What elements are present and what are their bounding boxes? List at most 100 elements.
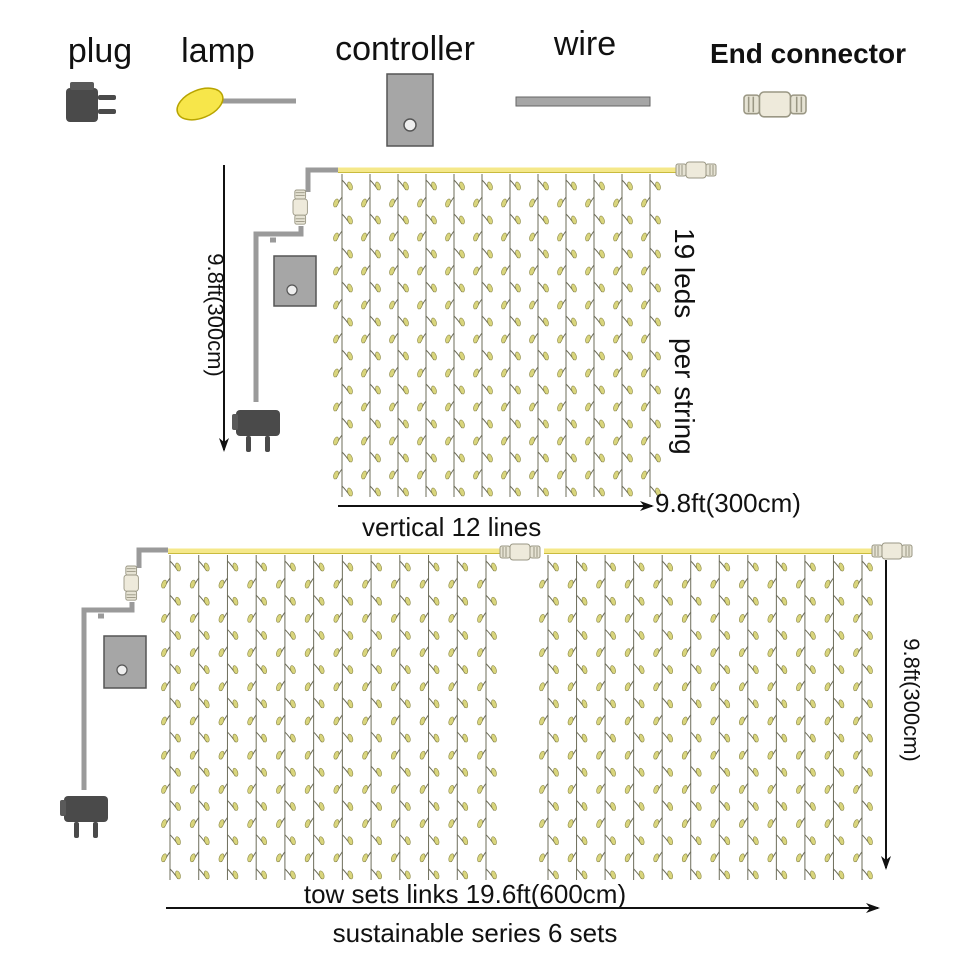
single-set-height-label: 9.8ft(300cm) xyxy=(203,253,228,377)
led-bulb xyxy=(853,648,859,657)
led-bulb xyxy=(448,579,455,589)
led-bulb xyxy=(419,579,426,589)
led-bulb xyxy=(767,819,774,828)
led-bulb xyxy=(361,402,367,412)
led-bulb xyxy=(419,682,426,692)
led-bulb xyxy=(515,181,521,191)
led-bulb xyxy=(613,436,619,446)
led-bulb xyxy=(261,870,267,880)
led-bulb xyxy=(585,300,591,310)
led-bulb xyxy=(473,436,479,446)
led-bulb xyxy=(391,579,397,589)
led-bulb xyxy=(333,648,340,657)
led-bulb xyxy=(567,579,574,589)
led-bulb xyxy=(610,631,616,640)
led-bulb xyxy=(867,870,873,880)
led-bulb xyxy=(473,470,479,480)
led-bulb xyxy=(445,198,451,208)
led-bulb xyxy=(445,402,451,412)
led-bulb xyxy=(681,682,688,692)
led-bulb xyxy=(405,596,411,606)
led-bulb xyxy=(853,716,859,726)
led-bulb xyxy=(739,682,745,692)
led-bulb xyxy=(318,802,325,811)
led-bulb xyxy=(175,596,181,606)
led-bulb xyxy=(403,181,409,191)
led-bulb xyxy=(462,562,469,572)
led-bulb xyxy=(539,579,545,589)
led-bulb xyxy=(247,579,253,589)
led-bulb xyxy=(515,385,521,395)
led-bulb xyxy=(391,750,397,760)
led-bulb xyxy=(487,419,493,429)
led-bulb xyxy=(724,699,731,709)
led-bulb xyxy=(853,819,859,828)
single-set-width-label: 9.8ft(300cm) xyxy=(655,488,801,518)
led-bulb xyxy=(553,767,559,777)
led-bulb xyxy=(596,579,602,589)
end-connector-icon xyxy=(743,91,807,118)
led-bulb xyxy=(638,870,645,880)
led-bulb xyxy=(261,665,267,674)
led-bulb xyxy=(459,453,465,463)
led-bulb xyxy=(557,470,563,480)
led-bulb xyxy=(681,819,688,828)
led-bulb xyxy=(376,665,382,674)
led-bulb xyxy=(433,802,440,811)
led-bulb xyxy=(641,402,647,412)
double-set-height-label: 9.8ft(300cm) xyxy=(899,638,924,762)
led-bulb xyxy=(405,802,411,811)
led-bulb xyxy=(491,836,497,846)
led-bulb xyxy=(824,750,831,760)
led-bulb xyxy=(641,198,647,208)
led-bulb xyxy=(767,785,774,794)
led-bulb xyxy=(710,819,717,828)
led-bulb xyxy=(218,819,225,828)
led-bulb xyxy=(624,613,631,623)
led-bulb xyxy=(491,802,497,811)
led-bulb xyxy=(218,682,225,692)
led-bulb xyxy=(403,385,409,395)
led-bulb xyxy=(376,699,382,709)
led-bulb xyxy=(361,300,367,310)
led-bulb xyxy=(347,767,354,777)
led-bulb xyxy=(581,870,588,880)
legend-wire-label: wire xyxy=(553,25,616,63)
led-bulb xyxy=(290,665,296,674)
led-bulb xyxy=(175,631,181,640)
led-bulb xyxy=(462,836,469,846)
led-bulb xyxy=(276,853,282,863)
led-bulb xyxy=(290,870,296,880)
led-bulb xyxy=(261,562,267,572)
led-bulb xyxy=(487,249,493,259)
led-bulb xyxy=(824,716,831,726)
led-bulb xyxy=(567,750,574,760)
led-bulb xyxy=(433,699,440,709)
led-bulb xyxy=(655,419,661,429)
led-bulb xyxy=(627,453,633,463)
led-bulb xyxy=(610,802,616,811)
led-bulb xyxy=(276,682,282,692)
led-bulb xyxy=(218,579,225,589)
led-bulb xyxy=(347,665,354,674)
led-bulb xyxy=(638,767,645,777)
led-bulb xyxy=(543,249,549,259)
led-bulb xyxy=(567,819,574,828)
led-bulb xyxy=(304,819,311,828)
led-bulb xyxy=(501,470,507,480)
led-bulb xyxy=(753,767,759,777)
led-bulb xyxy=(376,836,382,846)
led-bulb xyxy=(405,562,411,572)
led-bulb xyxy=(290,836,296,846)
led-bulb xyxy=(796,785,802,794)
led-bulb xyxy=(431,283,437,293)
led-bulb xyxy=(361,198,367,208)
led-bulb xyxy=(361,470,367,480)
led-bulb xyxy=(810,596,816,606)
led-bulb xyxy=(203,733,210,743)
legend-plug-label: plug xyxy=(68,32,132,70)
led-bulb xyxy=(581,596,588,606)
led-bulb xyxy=(477,853,483,863)
led-bulb xyxy=(304,579,311,589)
led-bulb xyxy=(290,631,296,640)
